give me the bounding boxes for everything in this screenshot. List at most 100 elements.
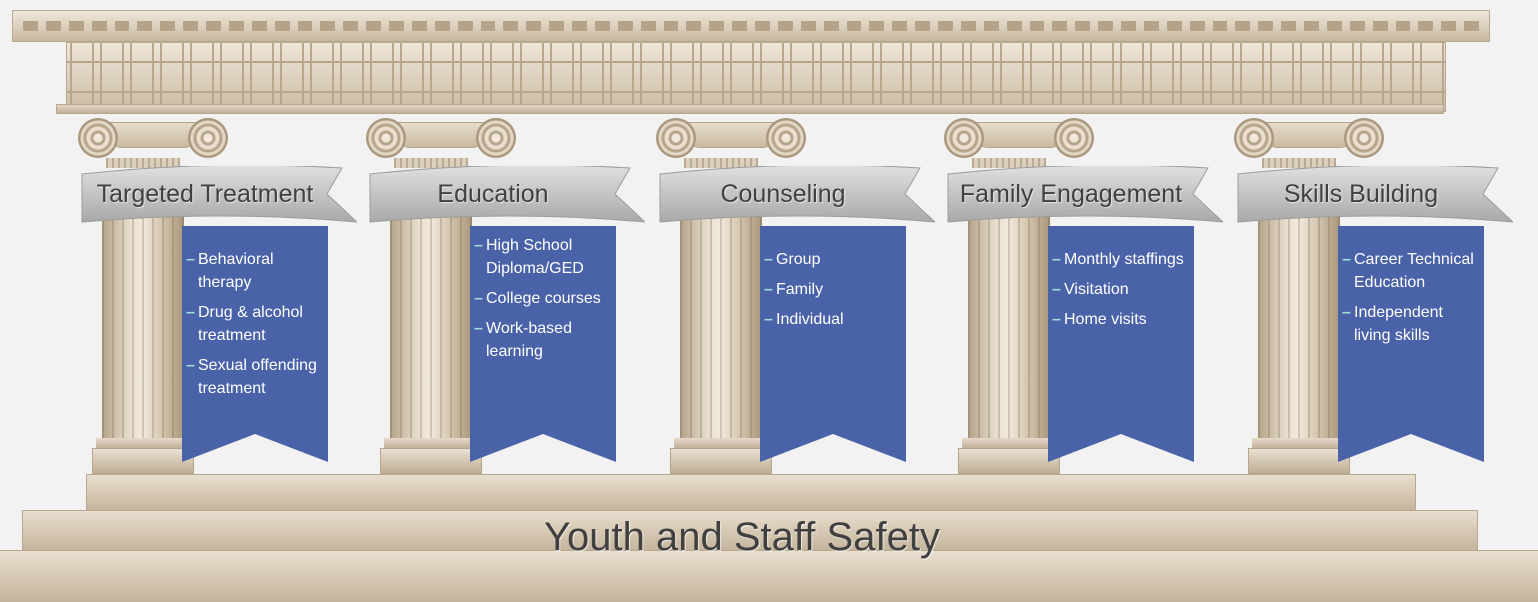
ribbon-shape xyxy=(1338,226,1484,462)
capital-echinus xyxy=(686,122,776,148)
dentil xyxy=(183,21,198,31)
volute-left xyxy=(656,118,696,158)
volute-right xyxy=(476,118,516,158)
dentil xyxy=(45,21,61,31)
ribbon-shape xyxy=(1048,226,1194,462)
dentil xyxy=(686,21,702,31)
dash-bullet-icon: – xyxy=(1342,251,1351,268)
dentil xyxy=(480,21,496,31)
dentil xyxy=(915,21,930,31)
pillar-ribbon: –High School Diploma/GED–College courses… xyxy=(470,226,616,464)
pillar-items: –High School Diploma/GED–College courses… xyxy=(470,234,610,370)
volute-right xyxy=(188,118,228,158)
dash-bullet-icon: – xyxy=(474,237,483,254)
dentil xyxy=(572,21,587,31)
pillar-item-text: Individual xyxy=(776,311,844,328)
dash-bullet-icon: – xyxy=(186,304,195,321)
pillar-title: Counseling xyxy=(720,180,846,208)
roof-cornice xyxy=(12,10,1490,42)
capital-echinus xyxy=(974,122,1064,148)
pillar-ribbon: –Monthly staffings–Visitation–Home visit… xyxy=(1048,226,1194,464)
dentil xyxy=(938,21,953,31)
pillar-ribbon: –Group–Family–Individual xyxy=(760,226,906,464)
column-base-torus xyxy=(674,438,768,448)
dentil xyxy=(91,21,107,31)
dentil xyxy=(160,21,176,31)
pillar-item: –Monthly staffings xyxy=(1048,248,1188,271)
pillar-ribbon: –Behavioral therapy–Drug & alcohol treat… xyxy=(182,226,328,464)
dentil xyxy=(411,21,427,31)
ionic-capital xyxy=(1234,114,1384,162)
banner-shape xyxy=(1237,166,1513,223)
dentil xyxy=(1121,21,1136,31)
column-base-torus xyxy=(1252,438,1346,448)
foundation-step-top xyxy=(86,474,1416,512)
dentil xyxy=(1349,21,1365,31)
dentil xyxy=(1098,21,1113,31)
dentil xyxy=(869,21,885,31)
pillar-banner: Targeted Treatment xyxy=(72,166,357,224)
dash-bullet-icon: – xyxy=(474,320,483,337)
dentil xyxy=(228,21,244,31)
pillar-item: –Visitation xyxy=(1048,278,1188,301)
dentil xyxy=(617,21,633,31)
pillar-item-text: Career Technical Education xyxy=(1354,251,1474,291)
dentil xyxy=(503,21,519,31)
foundation-step-bottom xyxy=(0,550,1538,602)
dash-bullet-icon: – xyxy=(1052,251,1061,268)
volute-right xyxy=(1054,118,1094,158)
banner-shape xyxy=(947,166,1223,223)
pillar-item-text: Work-based learning xyxy=(486,320,572,360)
pillar-title: Education xyxy=(437,180,549,208)
dentil xyxy=(1029,21,1045,31)
dash-bullet-icon: – xyxy=(474,290,483,307)
dentil xyxy=(594,21,610,31)
pillar-item-text: Independent living skills xyxy=(1354,304,1443,344)
pillar-items: –Group–Family–Individual xyxy=(760,248,900,338)
ionic-capital xyxy=(944,114,1094,162)
pillar-ribbon: –Career Technical Education–Independent … xyxy=(1338,226,1484,464)
pillar-item: –High School Diploma/GED xyxy=(470,234,610,280)
pillar-banner: Skills Building xyxy=(1228,166,1513,224)
dentil xyxy=(755,21,770,31)
column-plinth xyxy=(958,448,1060,474)
pillar-item: –College courses xyxy=(470,287,610,310)
pillar-item-text: Visitation xyxy=(1064,281,1129,298)
banner-shape xyxy=(369,166,645,223)
volute-right xyxy=(1344,118,1384,158)
pillar-banner: Counseling xyxy=(650,166,935,224)
column-plinth xyxy=(1248,448,1350,474)
dentil xyxy=(389,21,404,31)
dentil xyxy=(1235,21,1251,31)
dentil xyxy=(434,21,450,31)
dentil xyxy=(549,21,564,31)
dentil xyxy=(297,21,313,31)
dentil xyxy=(663,21,679,31)
ionic-capital xyxy=(366,114,516,162)
column-base-torus xyxy=(962,438,1056,448)
pillar-item: –Independent living skills xyxy=(1338,301,1478,347)
pillar-item-text: College courses xyxy=(486,290,601,307)
dentil xyxy=(777,21,793,31)
dentil xyxy=(1372,21,1388,31)
dentil xyxy=(846,21,862,31)
volute-left xyxy=(366,118,406,158)
column-neck xyxy=(394,158,468,168)
dentil xyxy=(1281,21,1296,31)
banner-shape xyxy=(81,166,357,223)
dentil xyxy=(137,21,153,31)
dash-bullet-icon: – xyxy=(186,357,195,374)
dentil xyxy=(343,21,359,31)
architrave xyxy=(56,104,1444,114)
ribbon-shape xyxy=(760,226,906,462)
capital-echinus xyxy=(1264,122,1354,148)
volute-left xyxy=(1234,118,1274,158)
pillar: –Monthly staffings–Visitation–Home visit… xyxy=(938,114,1238,476)
column-plinth xyxy=(92,448,194,474)
column-neck xyxy=(1262,158,1336,168)
dentil xyxy=(823,21,839,31)
ribbon-shape xyxy=(470,226,616,462)
pillar-items: –Career Technical Education–Independent … xyxy=(1338,248,1478,354)
dentil xyxy=(1304,21,1319,31)
pillar-item: –Career Technical Education xyxy=(1338,248,1478,294)
